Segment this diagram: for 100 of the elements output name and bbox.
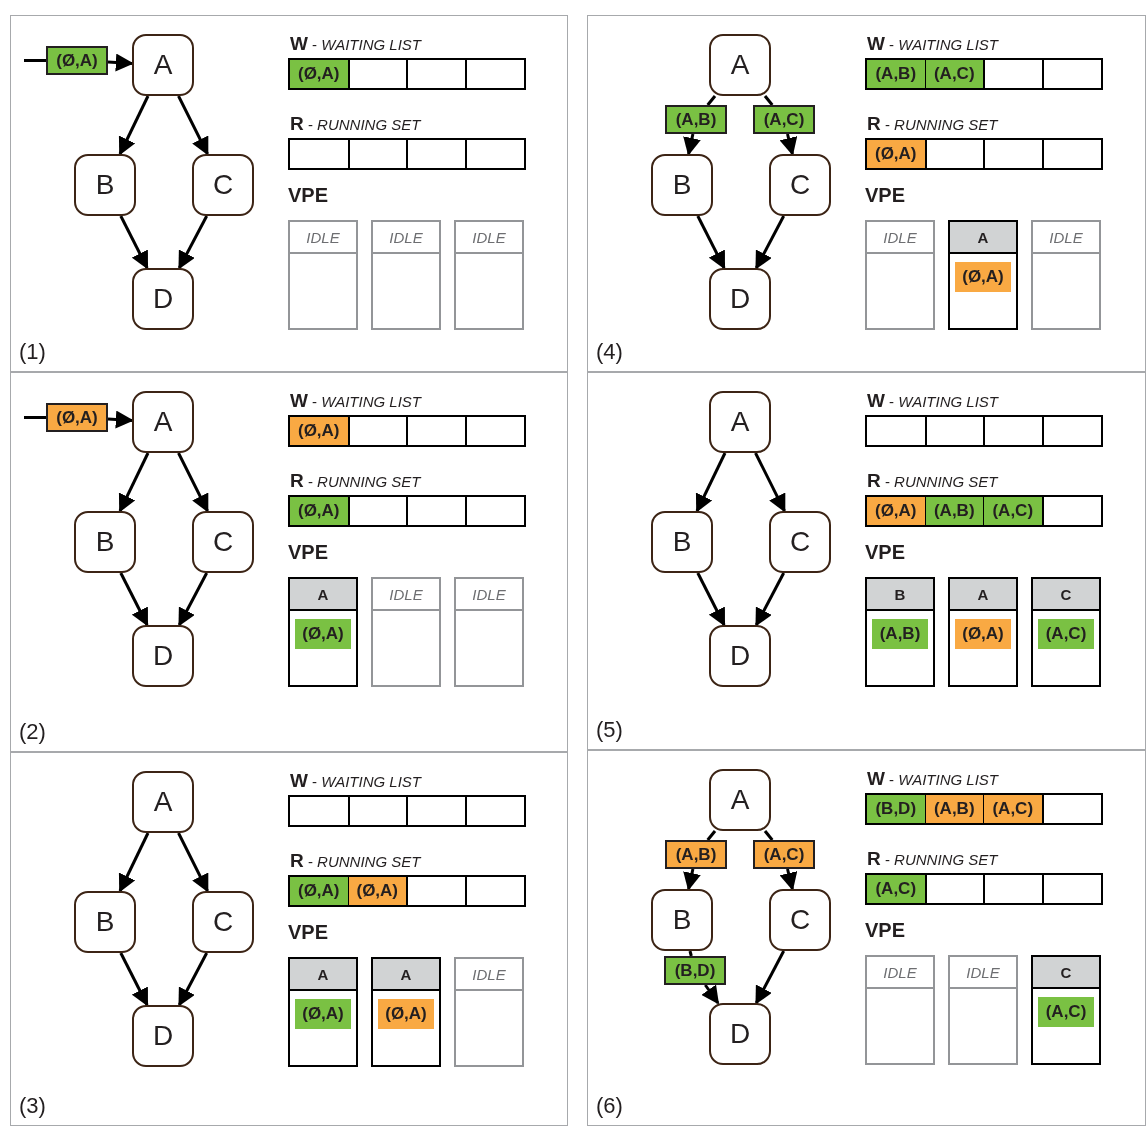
panel-number: (3) — [19, 1093, 46, 1119]
graph-node: D — [132, 1005, 194, 1067]
arrow — [779, 133, 798, 156]
arrow — [118, 452, 150, 513]
graph-node: D — [709, 625, 771, 687]
table-heading: W - WAITING LIST — [867, 33, 998, 55]
column-header: A — [950, 222, 1016, 254]
column-header: IDLE — [1033, 222, 1099, 254]
table-heading: R - RUNNING SET — [290, 850, 421, 872]
arrow — [177, 452, 209, 513]
token-tag: (Ø,A) — [290, 497, 348, 525]
processor-column — [1031, 220, 1101, 330]
node-label: (A,B) — [933, 799, 975, 818]
graph-node: B — [651, 889, 713, 951]
arrow — [118, 95, 150, 156]
processor-column — [454, 957, 524, 1067]
column-header: B — [867, 579, 933, 611]
token-tag: (A,B) — [867, 60, 925, 88]
section-label: VPE — [865, 541, 906, 564]
arrow — [107, 53, 134, 72]
graph-node: C — [192, 154, 254, 216]
table-heading: R - RUNNING SET — [867, 848, 998, 870]
arrow — [177, 572, 209, 627]
graph-node: B — [651, 154, 713, 216]
column-header: C — [1033, 579, 1099, 611]
table-heading: R - RUNNING SET — [867, 470, 998, 492]
arrow — [696, 572, 726, 627]
graph-node: D — [709, 268, 771, 330]
graph-node: D — [132, 625, 194, 687]
column-header: IDLE — [373, 579, 439, 611]
graph-node: A — [132, 771, 194, 833]
graph-node: A — [709, 34, 771, 96]
arrow — [177, 832, 209, 893]
connector-line — [688, 950, 693, 957]
graph-node: B — [651, 511, 713, 573]
token-tag: (A,B) — [665, 105, 727, 134]
arrow — [779, 868, 798, 891]
processor-column — [948, 955, 1018, 1065]
token-tag: (B,D) — [664, 956, 726, 985]
arrow — [107, 410, 134, 429]
connector-line — [706, 95, 717, 106]
panel-frame — [587, 15, 1146, 372]
token-tag: (A,B) — [925, 795, 983, 823]
arrow — [695, 452, 727, 513]
processor-column — [454, 577, 524, 687]
processor-column — [288, 957, 358, 1067]
token-tag: (Ø,A) — [46, 403, 108, 432]
column-header: IDLE — [290, 222, 356, 254]
token-tag: (Ø,A) — [295, 999, 351, 1029]
panel-frame — [10, 15, 568, 372]
column-header: A — [950, 579, 1016, 611]
connector-line — [706, 830, 717, 841]
panel-frame — [587, 750, 1146, 1126]
arrow — [701, 984, 720, 1005]
token-tag: (A,C) — [1038, 619, 1094, 649]
arrow — [754, 950, 786, 1005]
graph-node: B — [74, 891, 136, 953]
table-heading: W - WAITING LIST — [290, 770, 421, 792]
graph-node: B — [74, 511, 136, 573]
graph-node: D — [709, 1003, 771, 1065]
connector-line — [24, 416, 46, 419]
node-label: (A,B) — [933, 501, 975, 520]
table-heading: R - RUNNING SET — [290, 113, 421, 135]
section-label: VPE — [288, 921, 329, 944]
node-label: (A,C) — [992, 799, 1034, 818]
table-heading: R - RUNNING SET — [290, 470, 421, 492]
processor-column — [288, 220, 358, 330]
section-label: VPE — [865, 919, 906, 942]
column-header: IDLE — [867, 222, 933, 254]
processor-column — [865, 955, 935, 1065]
graph-node: A — [709, 769, 771, 831]
token-tag: (Ø,A) — [295, 619, 351, 649]
column-header: C — [1033, 957, 1099, 989]
processor-column — [1031, 577, 1101, 687]
panel-number: (2) — [19, 719, 46, 745]
panel-number: (5) — [596, 717, 623, 743]
token-tag: (Ø,A) — [348, 877, 406, 905]
arrow — [177, 95, 209, 156]
token-tag: (A,C) — [925, 60, 983, 88]
token-tag: (A,C) — [984, 795, 1042, 823]
section-label: VPE — [288, 541, 329, 564]
arrow — [118, 832, 150, 893]
processor-column — [948, 577, 1018, 687]
arrow — [696, 215, 726, 270]
token-tag: (B,D) — [867, 795, 925, 823]
token-tag: (Ø,A) — [955, 262, 1011, 292]
processor-column — [371, 957, 441, 1067]
column-header: A — [373, 959, 439, 991]
column-header: A — [290, 579, 356, 611]
graph-node: D — [132, 268, 194, 330]
token-tag: (A,C) — [1038, 997, 1094, 1027]
node-label: (A,C) — [933, 64, 975, 83]
arrow — [754, 572, 786, 627]
table-heading: R - RUNNING SET — [867, 113, 998, 135]
arrow — [119, 572, 149, 627]
arrow — [754, 215, 786, 270]
panel-frame — [10, 372, 568, 752]
graph-node: A — [709, 391, 771, 453]
token-tag: (Ø,A) — [46, 46, 108, 75]
panel-number: (6) — [596, 1093, 623, 1119]
